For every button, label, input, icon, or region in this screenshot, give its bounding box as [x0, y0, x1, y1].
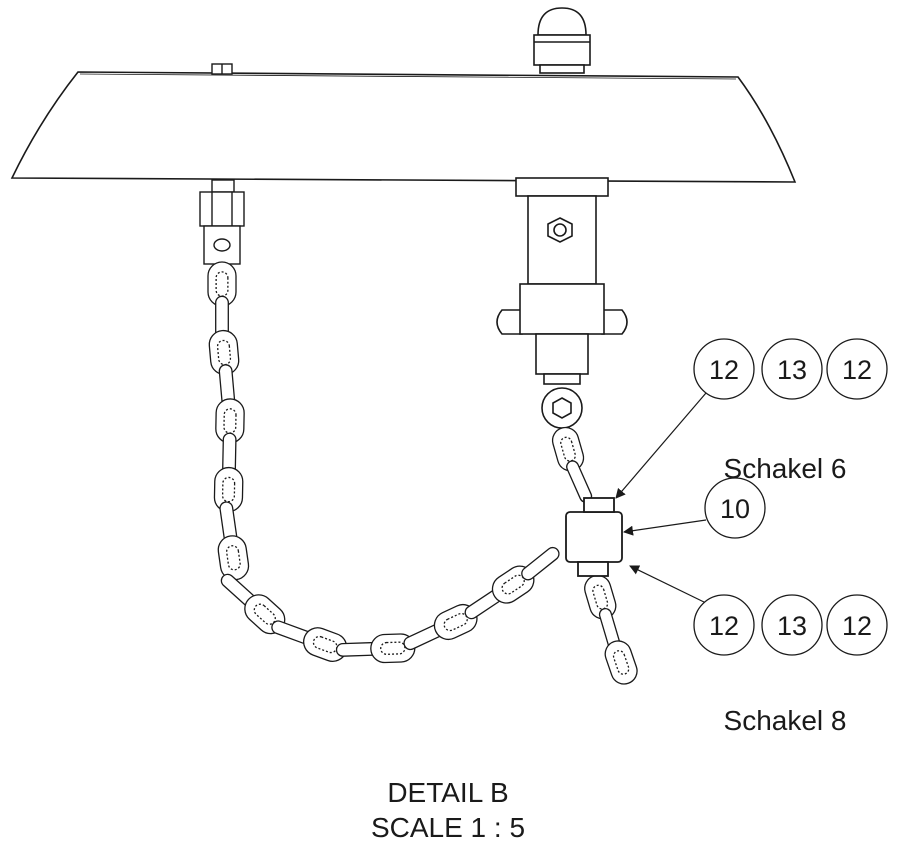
top-bolt: [211, 63, 233, 75]
chain-link: [604, 640, 638, 685]
chain-left: [207, 261, 560, 664]
caption-scale: SCALE 1 : 5: [371, 812, 525, 843]
leader-top: [615, 392, 707, 499]
chain-link-inner: [225, 545, 241, 571]
label-schakel-6: Schakel 6: [724, 453, 847, 484]
chain-link-inner: [380, 641, 406, 655]
leader-bottom: [629, 565, 707, 604]
balloon-group-bottom: 12 13 12: [693, 594, 888, 656]
balloon-middle: 10: [704, 477, 766, 539]
balloon-group-top: 12 13 12: [693, 338, 888, 400]
chain-link: [521, 546, 560, 581]
balloon-middle-number: 10: [720, 494, 750, 524]
caption-detail: DETAIL B: [387, 777, 508, 808]
label-schakel-8: Schakel 8: [724, 705, 847, 736]
balloon-top-3: 12: [842, 355, 872, 385]
balloon-top-1: 12: [709, 355, 739, 385]
cone-plate: [10, 71, 797, 183]
balloon-top-2: 13: [777, 355, 807, 385]
balloon-bottom-3: 12: [842, 611, 872, 641]
chain-right-lower: [584, 574, 638, 685]
swivel-fitting: [496, 177, 628, 429]
chain-link: [217, 535, 250, 581]
chain-right-upper: [551, 426, 593, 503]
leader-lines: [615, 392, 707, 604]
balloon-bottom-1: 12: [709, 611, 739, 641]
left-fitting: [199, 179, 245, 265]
chain-link-inner: [612, 650, 630, 675]
leader-middle: [623, 519, 707, 536]
dome-light: [533, 7, 591, 74]
connector-block: [565, 497, 623, 577]
balloon-bottom-2: 13: [777, 611, 807, 641]
